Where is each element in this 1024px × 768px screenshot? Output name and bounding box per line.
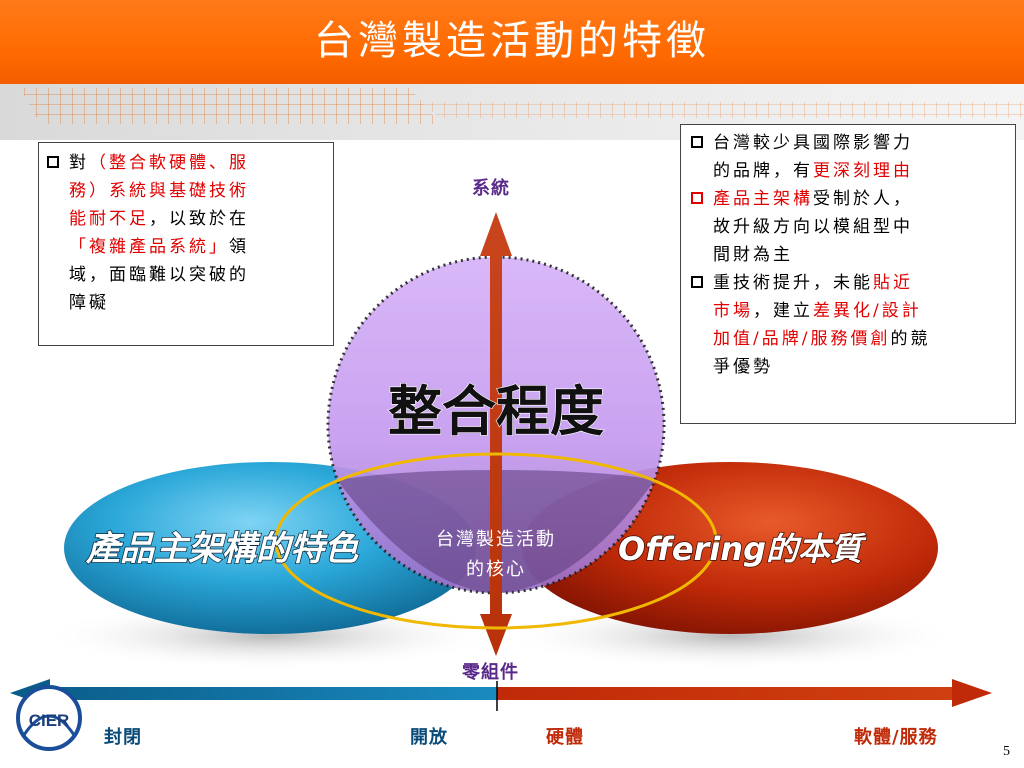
axis-hardware-label: 硬體 [546, 727, 584, 748]
left-box-line-part: 領 [229, 237, 249, 257]
svg-text:CIER: CIER [29, 711, 70, 730]
page-title: 台灣製造活動的特徵 [314, 18, 710, 64]
left-box-line-part: 域，面臨難以突破的 [69, 265, 249, 285]
axis-closed-label: 封閉 [104, 727, 142, 748]
right-bullet-3: 重技術提升，未能貼近 市場，建立差異化/設計 加值/品牌/服務價創的競 爭優勢 [691, 269, 1015, 381]
vertical-bottom-label: 零組件 [462, 662, 519, 683]
title-bar [0, 0, 1024, 88]
vertical-arrow-up-head [480, 212, 512, 256]
page-number: 5 [1003, 744, 1010, 759]
left-box-line-part: 對 [69, 153, 89, 173]
cier-logo: CIER [16, 685, 82, 751]
left-box-line: 能耐不足，以致於在 [69, 205, 333, 233]
square-bullet-icon [47, 156, 59, 168]
right-bullet-1: 台灣較少具國際影響力 的品牌，有更深刻理由 [691, 129, 1015, 185]
vertical-top-label: 系統 [472, 178, 510, 199]
left-box-line: 障礙 [69, 289, 333, 317]
right-ellipse-shadow [500, 602, 960, 670]
left-text-box: 對（整合軟硬體、服務）系統與基礎技術能耐不足，以致於在「複雜產品系統」領域，面臨… [38, 142, 334, 346]
left-ellipse-shadow [40, 602, 500, 670]
right-ellipse-label: Offering的本質 [618, 530, 867, 568]
right-bullet-2: 產品主架構受制於人， 故升級方向以模組型中 間財為主 [691, 185, 1015, 269]
left-box-line-part: 能耐不足 [69, 209, 149, 229]
axis-left-shaft [30, 687, 497, 700]
vertical-arrow-down-head [480, 614, 512, 656]
axis-open-label: 開放 [410, 727, 448, 748]
core-label-1: 台灣製造活動 [436, 529, 556, 550]
left-box-line: 「複雜產品系統」領 [69, 233, 333, 261]
left-box-line: 務）系統與基礎技術 [69, 177, 333, 205]
left-box-line-part: 「複雜產品系統」 [69, 237, 229, 257]
left-box-line-part: ，以致於在 [149, 209, 249, 229]
left-box-line-part: 障礙 [69, 293, 109, 313]
axis-right-arrow-head [952, 679, 992, 707]
left-box-line-part: 務）系統與基礎技術 [69, 181, 249, 201]
axis-right-shaft [497, 687, 965, 700]
square-bullet-icon [691, 136, 703, 148]
left-box-line-part: （整合軟硬體、服 [89, 153, 249, 173]
right-text-box: 台灣較少具國際影響力 的品牌，有更深刻理由 產品主架構受制於人， 故升級方向以模… [680, 124, 1016, 424]
square-bullet-icon [691, 276, 703, 288]
axis-software-label: 軟體/服務 [854, 727, 938, 748]
circle-label: 整合程度 [388, 380, 604, 443]
left-box-line: 域，面臨難以突破的 [69, 261, 333, 289]
left-box-text: 對（整合軟硬體、服務）系統與基礎技術能耐不足，以致於在「複雜產品系統」領域，面臨… [69, 149, 333, 317]
core-label-2: 的核心 [466, 559, 526, 580]
left-box-line: 對（整合軟硬體、服 [69, 149, 333, 177]
left-ellipse-label: 產品主架構的特色 [85, 529, 359, 569]
square-bullet-icon [691, 192, 703, 204]
